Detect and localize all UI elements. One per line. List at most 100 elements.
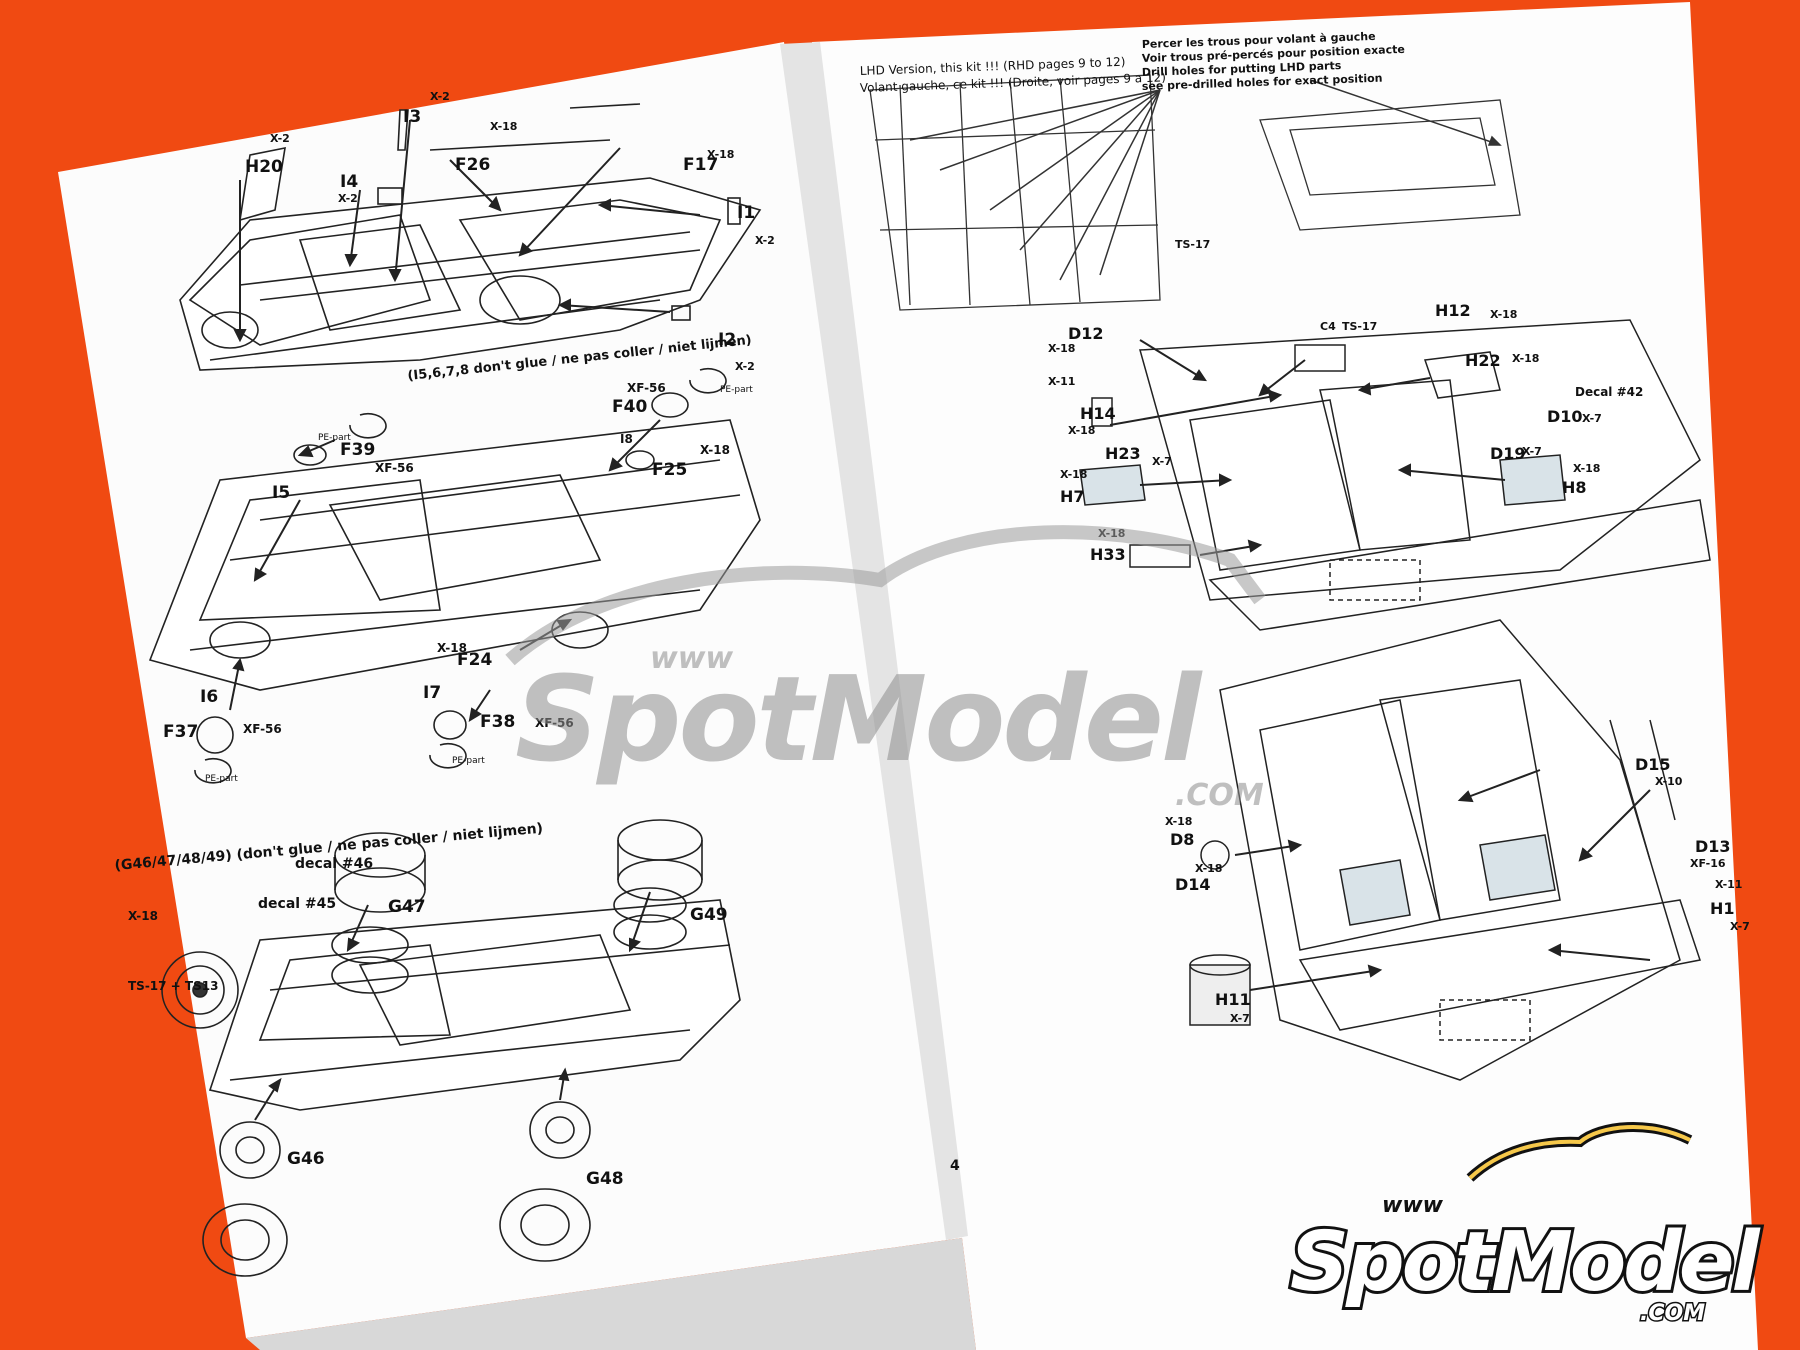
watermark-com: .COM: [1175, 778, 1264, 813]
page-number: 4: [950, 1158, 960, 1174]
label-f25: F25: [652, 460, 687, 480]
paint-x10: X-10: [1655, 775, 1683, 788]
paint-x2: X-2: [430, 90, 450, 103]
page-stack-edge: [246, 1238, 976, 1350]
paint-xf56: XF-56: [375, 461, 414, 475]
paint-x18: X-18: [1068, 424, 1095, 437]
logo-brand: SpotModel: [1290, 1215, 1762, 1310]
paint-x7: X-7: [1522, 445, 1542, 458]
paint-x18: X-18: [1060, 468, 1087, 481]
label-g47: G47: [388, 897, 426, 917]
paint-xf56: XF-56: [243, 722, 282, 736]
label-g49: G49: [690, 905, 728, 925]
paint-x11: X-11: [1715, 878, 1742, 891]
pe-part-label: PE-part: [205, 774, 238, 784]
paint-x18: X-18: [1195, 862, 1222, 875]
label-i8: I8: [620, 432, 633, 446]
label-i2: I2: [718, 330, 736, 350]
pe-part-label: PE-part: [318, 433, 351, 443]
label-i6: I6: [200, 687, 218, 707]
paint-x7: X-7: [1582, 412, 1602, 425]
paint-x18: X-18: [1048, 342, 1075, 355]
tire-g46: [202, 1121, 288, 1277]
label-h11: H11: [1215, 990, 1251, 1009]
watermark-car-swoosh: [505, 525, 1266, 666]
step3-diagram: [161, 819, 741, 1277]
paint-x18: X-18: [1573, 462, 1600, 475]
decal-45-label: decal #45: [258, 896, 336, 912]
label-f37: F37: [163, 722, 198, 742]
label-f38: F38: [480, 712, 515, 732]
label-d8: D8: [1170, 830, 1194, 849]
label-h22: H22: [1465, 351, 1501, 370]
label-f24: F24: [457, 650, 492, 670]
paint-x18: X-18: [1490, 308, 1517, 321]
label-f26: F26: [455, 155, 490, 175]
tire-g47: [331, 832, 426, 994]
paint-x7: X-7: [1152, 455, 1172, 468]
label-c4: C4: [1320, 320, 1336, 333]
label-d14: D14: [1175, 875, 1211, 894]
paint-x18: X-18: [1165, 815, 1192, 828]
paint-x2: X-2: [270, 132, 290, 145]
paint-xf56: XF-56: [535, 716, 574, 730]
paint-x18: X-18: [707, 148, 734, 161]
decal-46-label: decal #46: [295, 856, 373, 872]
booklet-spine-shadow: [780, 42, 968, 1240]
paint-xf56: XF-56: [627, 381, 666, 395]
step5-labels: C4 TS-17 H12 X-18 D12 X-18 X-11 H22 X-18…: [1048, 301, 1643, 564]
label-h14: H14: [1080, 404, 1116, 423]
step1-diagram: [179, 103, 762, 371]
decal-42-label: Decal #42: [1575, 385, 1643, 399]
label-d10: D10: [1547, 407, 1583, 426]
paint-xf16: XF-16: [1690, 857, 1726, 870]
logo-car-swoosh-highlight: [1468, 1125, 1691, 1180]
label-g48: G48: [586, 1169, 624, 1189]
logo-www: www: [1382, 1193, 1444, 1218]
label-f39: F39: [340, 440, 375, 460]
label-g46: G46: [287, 1149, 325, 1169]
logo-com: .COM: [1640, 1301, 1705, 1326]
label-h12: H12: [1435, 301, 1471, 320]
paint-ts17: TS-17: [1175, 238, 1210, 251]
paint-ts17: TS-17: [1342, 320, 1377, 333]
label-d12: D12: [1068, 324, 1104, 343]
paint-x2: X-2: [755, 234, 775, 247]
label-h20: H20: [245, 157, 283, 177]
pe-part-label: PE-part: [452, 756, 485, 766]
tire-g48: [499, 1101, 591, 1262]
label-i4: I4: [340, 172, 358, 192]
label-h7: H7: [1060, 487, 1085, 506]
paint-x2: X-2: [338, 192, 358, 205]
paint-x18: X-18: [437, 641, 467, 655]
paint-ts17-ts13: TS-17 + TS13: [128, 979, 218, 993]
label-i1: I1: [737, 203, 755, 223]
label-d19: D19: [1490, 444, 1526, 463]
label-i3: I3: [403, 107, 421, 127]
label-h8: H8: [1562, 478, 1587, 497]
label-h23: H23: [1105, 444, 1141, 463]
step5-diagram: [1079, 319, 1711, 631]
watermark: www SpotModel .COM: [505, 525, 1266, 813]
label-f40: F40: [612, 397, 647, 417]
pe-part-label: PE-part: [720, 385, 753, 395]
label-f17: F17: [683, 155, 718, 175]
label-i7: I7: [423, 683, 441, 703]
label-h1: H1: [1710, 899, 1735, 918]
paint-x2: X-2: [735, 360, 755, 373]
paint-x18: X-18: [700, 443, 730, 457]
label-h33: H33: [1090, 545, 1126, 564]
step4-diagram: [869, 74, 1521, 311]
label-d13: D13: [1695, 837, 1731, 856]
paint-x18: X-18: [490, 120, 517, 133]
spotmodel-logo: www SpotModel .COM: [1287, 1122, 1768, 1328]
paint-x18: X-18: [128, 909, 158, 923]
step1-labels: H20 X-2 I3 X-2 X-18 F26 X-18 F17 I4 X-2 …: [245, 90, 775, 373]
paint-x7: X-7: [1730, 920, 1750, 933]
paint-x18: X-18: [1512, 352, 1539, 365]
step6-labels: D15 X-10 X-18 D8 D13 XF-16 X-18 D14 X-11…: [1165, 755, 1750, 1025]
watermark-www: www: [650, 641, 733, 676]
tire-g49: [613, 819, 703, 950]
label-d15: D15: [1635, 755, 1671, 774]
